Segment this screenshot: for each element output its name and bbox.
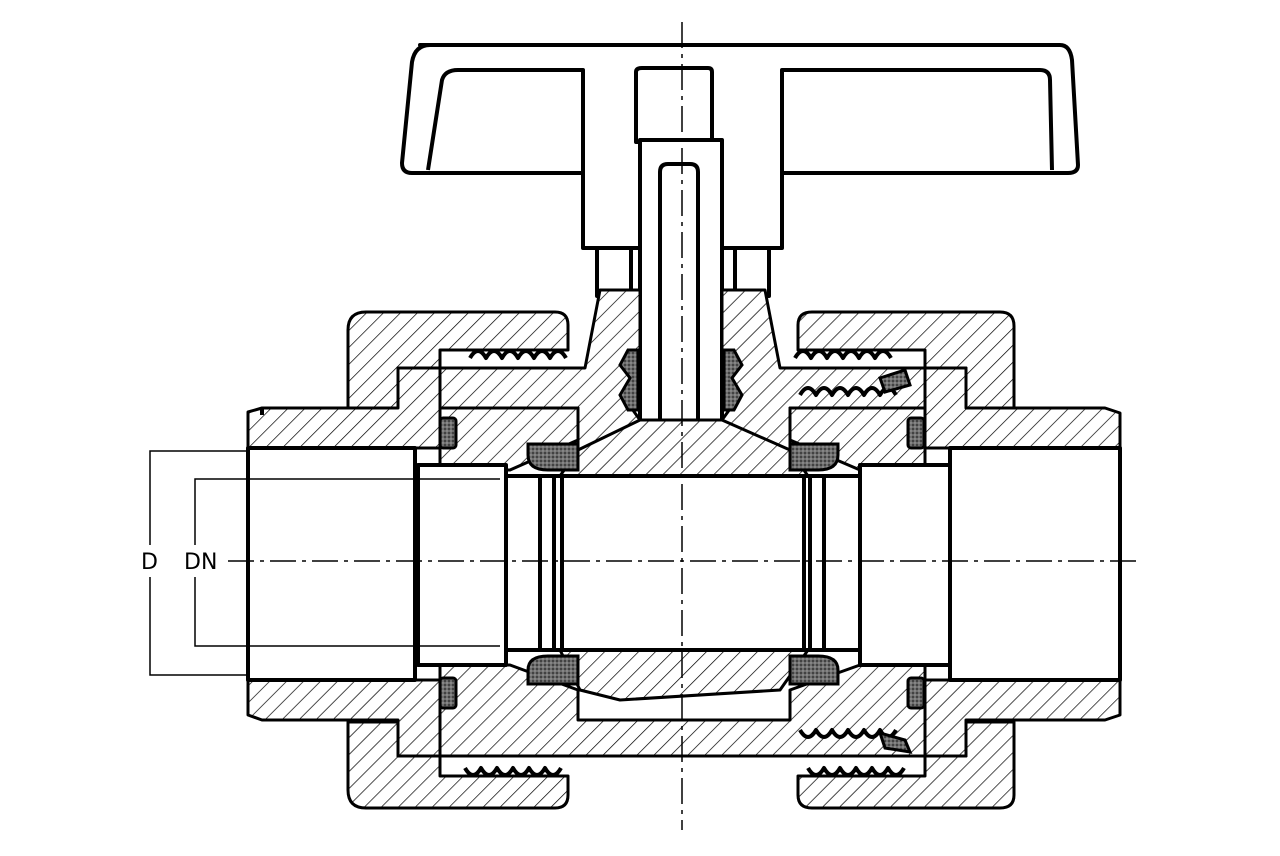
center-lines [228, 22, 1138, 830]
valve-ball [558, 418, 810, 702]
t-handle [400, 43, 1080, 250]
left-union-nut [346, 310, 570, 810]
valve-stem [595, 138, 771, 452]
o-ring-seals [438, 348, 926, 754]
dimension-labels: D DN [138, 545, 226, 577]
dimension-label-dn: DN [184, 550, 217, 575]
right-end-connector [923, 366, 1122, 758]
left-end-connector [246, 366, 442, 758]
threads [463, 349, 906, 777]
seat-rings [416, 463, 952, 667]
dimension-label-d: D [141, 550, 158, 575]
